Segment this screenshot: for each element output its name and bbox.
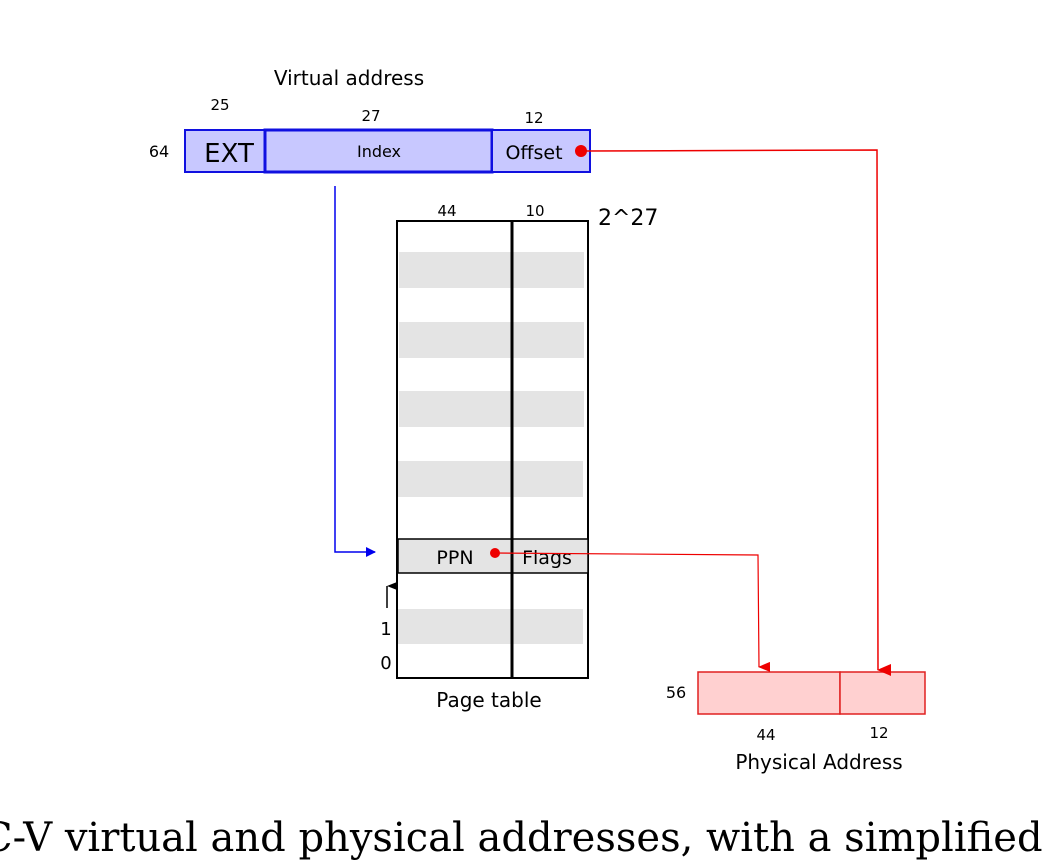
virtual-total-bits: 64 [149, 142, 169, 161]
offset-source-dot [575, 145, 587, 157]
offset-field-label: Offset [505, 142, 562, 164]
ppn-to-physical-arrow [494, 552, 771, 672]
shaded-row [397, 461, 583, 497]
index-to-entry-arrow [334, 186, 376, 557]
virtual-address-title: Virtual address [274, 66, 424, 90]
physical-address-title: Physical Address [735, 750, 902, 774]
shaded-row [399, 391, 584, 427]
ext-field-label: EXT [204, 139, 254, 169]
ext-bits-label: 25 [210, 96, 229, 114]
page-table-top-index: 2^27 [598, 206, 658, 231]
row-index-0: 0 [380, 653, 391, 674]
flags-column-bits: 10 [525, 202, 544, 220]
physical-offset-field [839, 671, 926, 715]
physical-total-bits: 56 [666, 683, 686, 702]
physical-offset-bits: 12 [869, 724, 888, 742]
physical-ppn-bits: 44 [756, 726, 775, 744]
index-field-label: Index [357, 142, 401, 161]
ppn-label: PPN [436, 547, 473, 569]
page-table-label: Page table [436, 688, 541, 712]
page-table-frame [396, 220, 589, 679]
index-field [263, 128, 494, 174]
flags-label: Flags [522, 547, 572, 569]
index-bits-label: 27 [361, 107, 380, 125]
physical-ppn-field [697, 671, 841, 715]
shaded-row [399, 322, 584, 358]
figure-caption: C-V virtual and physical addresses, with… [0, 815, 1053, 861]
offset-to-physical-arrow [581, 149, 892, 676]
offset-bits-label: 12 [524, 109, 543, 127]
ppn-source-dot [490, 548, 500, 558]
ppn-column-bits: 44 [437, 202, 456, 220]
shaded-row [398, 609, 583, 644]
offset-field [491, 129, 591, 173]
row-index-1: 1 [380, 619, 391, 640]
ext-field [184, 129, 266, 173]
shaded-row [399, 252, 584, 288]
